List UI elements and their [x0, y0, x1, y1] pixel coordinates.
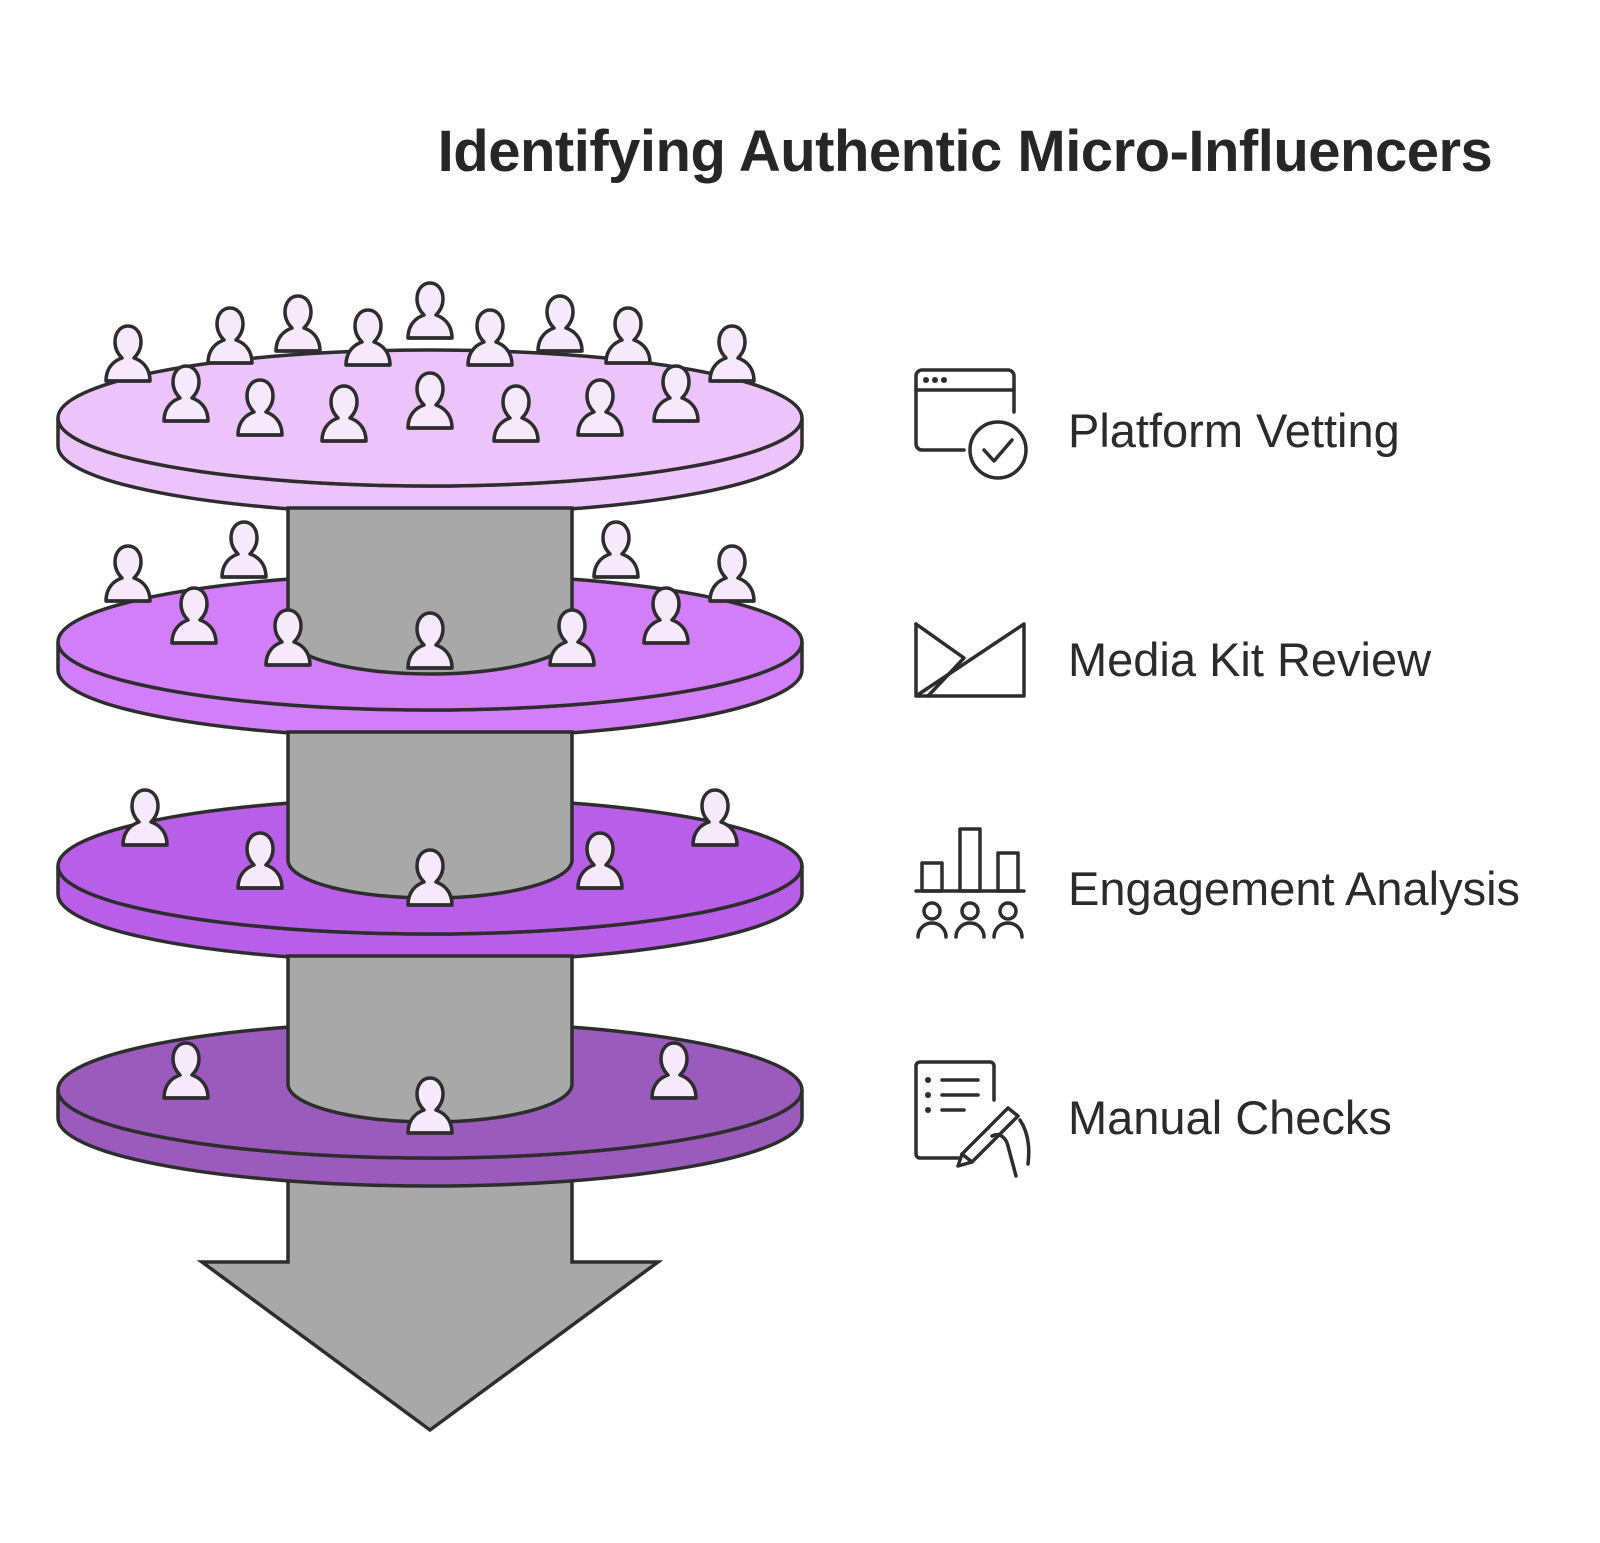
browser-check-icon — [914, 368, 1028, 480]
person-icon — [536, 294, 584, 353]
step-label-media-kit-review: Media Kit Review — [1068, 633, 1432, 686]
person-icon — [592, 520, 640, 579]
stage-manual-checks — [56, 954, 804, 1188]
person-icon — [708, 544, 756, 603]
stage-media-kit-review — [56, 506, 804, 740]
stage-engagement-analysis — [56, 730, 804, 964]
person-icon — [466, 308, 514, 367]
media-kit-icon — [914, 622, 1026, 698]
manual-checklist-icon — [914, 1060, 1031, 1178]
person-icon — [220, 520, 268, 579]
page-title: Identifying Authentic Micro-Influencers — [437, 119, 1493, 184]
person-icon — [104, 324, 152, 383]
person-icon — [104, 544, 152, 603]
stage-platform-vetting — [56, 281, 804, 516]
person-icon — [206, 306, 254, 365]
step-label-platform-vetting: Platform Vetting — [1068, 404, 1400, 457]
person-icon — [274, 294, 322, 353]
person-icon — [604, 306, 652, 365]
funnel-arrow — [196, 1148, 664, 1433]
person-icon — [708, 324, 756, 383]
person-icon — [344, 308, 392, 367]
step-label-engagement-analysis: Engagement Analysis — [1068, 862, 1521, 915]
step-label-manual-checks: Manual Checks — [1068, 1091, 1392, 1144]
person-icon — [406, 281, 454, 340]
engagement-analytics-icon — [914, 827, 1026, 939]
